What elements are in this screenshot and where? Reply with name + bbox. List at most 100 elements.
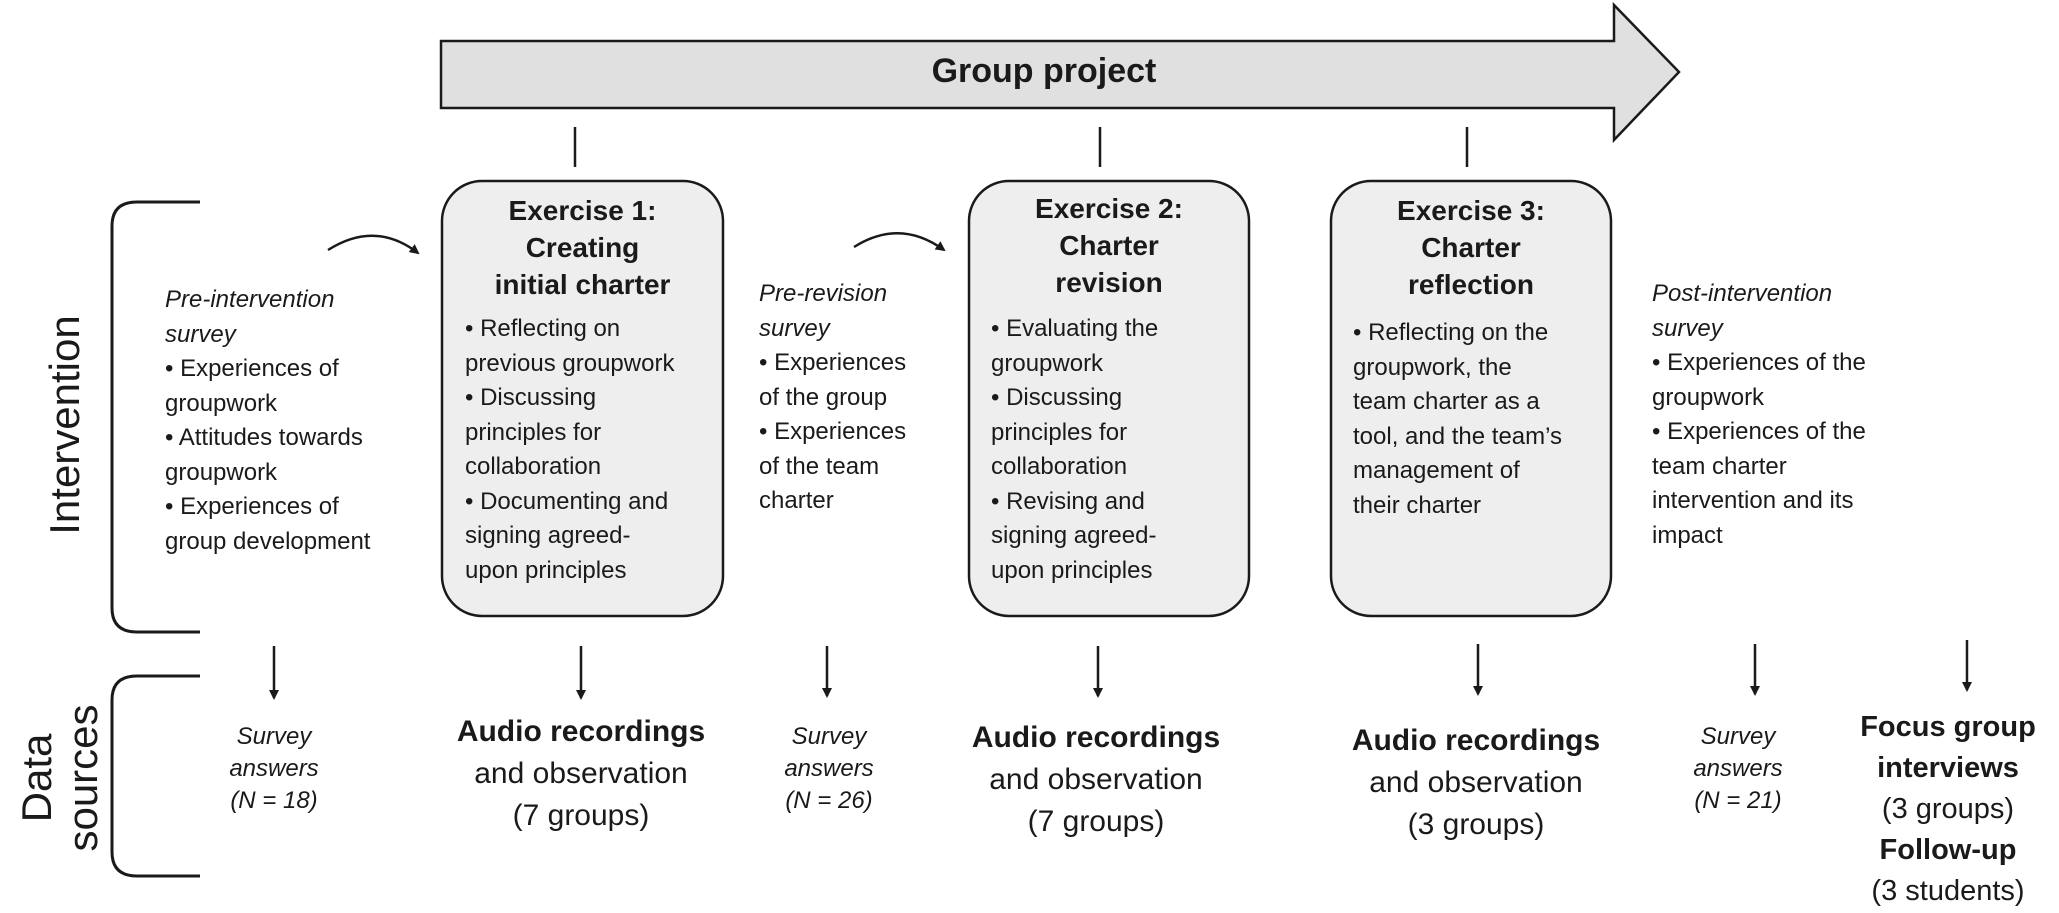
- audio-recordings-line: and observation: [1369, 766, 1583, 799]
- audio-recordings-line: and observation: [989, 763, 1203, 796]
- focus-group-count: (3 groups): [1881, 793, 2015, 825]
- exercise1-title: Exercise 1: Creating initial charter: [442, 192, 723, 303]
- exercise1-content: • Reflecting on previous groupwork • Dis…: [465, 312, 674, 588]
- follow-up-count: (3 students): [1871, 875, 2025, 907]
- data-sources-label-line2: sources: [59, 704, 106, 852]
- exercise1-line: collaboration: [465, 453, 602, 480]
- exercise1-line: • Documenting and: [465, 487, 669, 515]
- exercise3-line: management of: [1353, 457, 1520, 484]
- survey-answers-line: (N = 26): [785, 787, 873, 814]
- exercise2-line: collaboration: [991, 453, 1128, 480]
- post-survey-title: survey: [1652, 314, 1723, 342]
- survey-answers-line: Survey: [791, 723, 867, 750]
- data-sources-label-line1: Data: [13, 733, 60, 823]
- pre-survey-line: • Attitudes towards: [165, 424, 363, 451]
- exercise3-title-line: Charter: [1421, 232, 1521, 263]
- post-survey-title: Post-intervention: [1652, 280, 1833, 307]
- pre-revision-line: of the team: [759, 452, 880, 480]
- exercise3-title-line: Exercise 3:: [1397, 195, 1545, 226]
- group-project-arrow: [439, 1, 1681, 144]
- exercise1-line: • Reflecting on: [465, 315, 621, 342]
- exercise1-line: signing agreed-: [465, 522, 631, 549]
- exercise3-content: • Reflecting on the groupwork, the team …: [1353, 316, 1562, 523]
- survey-answers-line: (N = 18): [230, 787, 318, 814]
- pre-survey-line: group development: [165, 527, 371, 555]
- curved-arrow-2: [853, 231, 946, 252]
- exercise2-title-line: Exercise 2:: [1035, 193, 1183, 224]
- exercise1-line: • Discussing: [465, 384, 597, 411]
- audio-recordings-heading: Audio recordings: [456, 715, 706, 748]
- post-survey-line: groupwork: [1652, 383, 1765, 411]
- survey-answers-2: Survey answers (N = 26): [749, 721, 909, 817]
- exercise1-line: upon principles: [465, 556, 627, 584]
- pre-revision-line: • Experiences: [759, 349, 907, 376]
- exercise2-title-line: revision: [1055, 267, 1163, 298]
- exercise3-line: • Reflecting on the: [1353, 319, 1549, 346]
- post-survey-line: • Experiences of the: [1652, 418, 1866, 445]
- survey-answers-line: answers: [784, 755, 874, 782]
- survey-answers-1: Survey answers (N = 18): [194, 721, 354, 817]
- pre-survey-line: • Experiences of: [165, 355, 339, 382]
- exercise1-line: principles for: [465, 418, 602, 446]
- survey-answers-line: Survey: [1700, 723, 1776, 750]
- exercise2-line: • Evaluating the: [991, 315, 1159, 342]
- pre-survey-line: • Experiences of: [165, 493, 339, 520]
- pre-survey-title-1: Pre-intervention: [165, 286, 335, 313]
- survey-answers-3: Survey answers (N = 21): [1658, 721, 1818, 817]
- survey-answers-line: answers: [229, 755, 319, 782]
- exercise2-box: [967, 179, 1251, 618]
- exercise2-title-line: Charter: [1059, 230, 1159, 261]
- audio-recordings-heading: Audio recordings: [1351, 724, 1601, 757]
- exercise2-line: groupwork: [991, 349, 1104, 377]
- exercise3-title: Exercise 3: Charter reflection: [1331, 192, 1611, 303]
- exercise1-title-line: Exercise 1:: [508, 195, 657, 226]
- audio-recordings-3: Audio recordings and observation (3 grou…: [1326, 720, 1626, 846]
- survey-answers-line: (N = 21): [1694, 787, 1782, 814]
- exercise3-line: their charter: [1353, 491, 1482, 519]
- exercise1-title-line: Creating: [525, 232, 640, 263]
- pre-revision-title: survey: [759, 314, 830, 342]
- survey-answers-line: answers: [1693, 755, 1783, 782]
- audio-recordings-line: (3 groups): [1407, 808, 1545, 841]
- pre-revision-line: of the group: [759, 383, 888, 411]
- pre-survey-line: groupwork: [165, 458, 278, 486]
- group-project-label: Group project: [931, 52, 1157, 90]
- exercise2-line: • Discussing: [991, 384, 1123, 411]
- post-survey-line: • Experiences of the: [1652, 349, 1866, 376]
- exercise1-title-line: initial charter: [494, 269, 671, 300]
- exercise2-title: Exercise 2: Charter revision: [969, 190, 1249, 301]
- pre-revision-line: • Experiences: [759, 418, 907, 445]
- post-survey-line: impact: [1652, 521, 1723, 549]
- audio-recordings-line: (7 groups): [512, 799, 650, 832]
- exercise3-line: team charter as a: [1353, 388, 1540, 415]
- exercise2-line: signing agreed-: [991, 522, 1157, 549]
- pre-survey-title-2: survey: [165, 320, 236, 348]
- exercise2-content: • Evaluating the groupwork • Discussing …: [991, 312, 1158, 588]
- exercise3-line: groupwork, the: [1353, 353, 1512, 381]
- data-sources-label: Data sources: [13, 678, 106, 878]
- pre-intervention-survey: Pre-intervention survey • Experiences of…: [165, 283, 370, 559]
- audio-recordings-line: (7 groups): [1027, 805, 1165, 838]
- pre-survey-line: groupwork: [165, 389, 278, 417]
- exercise1-line: previous groupwork: [465, 349, 675, 377]
- exercise3-box: [1329, 179, 1613, 618]
- curved-arrow-1: [327, 234, 420, 255]
- intervention-brace: [110, 200, 200, 634]
- post-survey-line: intervention and its: [1652, 487, 1854, 514]
- focus-group-heading: interviews: [1877, 752, 2019, 784]
- pre-revision-title: Pre-revision: [759, 280, 888, 307]
- survey-answers-line: Survey: [236, 723, 312, 750]
- audio-recordings-heading: Audio recordings: [971, 721, 1221, 754]
- exercise3-line: tool, and the team’s: [1353, 422, 1563, 450]
- exercise2-line: principles for: [991, 418, 1128, 446]
- exercise3-title-line: reflection: [1407, 269, 1535, 300]
- audio-recordings-line: and observation: [474, 757, 688, 790]
- audio-recordings-1: Audio recordings and observation (7 grou…: [431, 711, 731, 837]
- exercise2-line: • Revising and: [991, 487, 1145, 515]
- follow-up-heading: Follow-up: [1879, 834, 2017, 866]
- audio-recordings-2: Audio recordings and observation (7 grou…: [946, 717, 1246, 843]
- post-intervention-survey: Post-intervention survey • Experiences o…: [1652, 277, 1866, 553]
- focus-group-interviews: Focus group interviews (3 groups) Follow…: [1840, 707, 2056, 912]
- exercise1-box: [440, 179, 725, 618]
